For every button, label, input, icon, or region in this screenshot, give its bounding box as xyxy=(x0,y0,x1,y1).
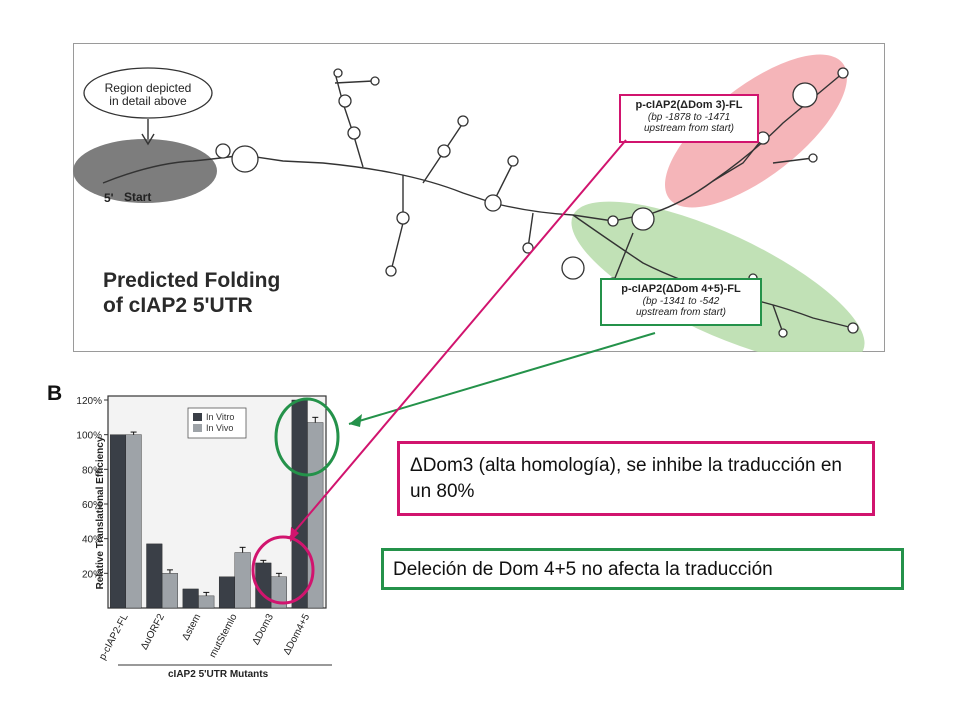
legend-swatch xyxy=(193,424,202,432)
green-arrowhead-icon xyxy=(349,414,362,427)
dom45-highlight-circle xyxy=(274,397,340,477)
dom3-deletion-label: p-cIAP2(ΔDom 3)-FL xyxy=(635,99,743,111)
y-tick-label: 60% xyxy=(82,500,102,511)
folding-title: Predicted Folding of cIAP2 5'UTR xyxy=(103,269,281,317)
dom45-conclusion-box: Deleción de Dom 4+5 no afecta la traducc… xyxy=(381,548,904,590)
gray-region-ellipse xyxy=(73,139,217,203)
dom3-deletion-note: upstream from start) xyxy=(643,123,735,134)
dom45-deletion-range: (bp -1341 to -542 xyxy=(642,296,720,307)
magenta-connector-line xyxy=(289,139,627,538)
legend-label: In Vitro xyxy=(206,412,234,422)
bar xyxy=(198,595,215,609)
region-callout-label: Region depicted in detail above xyxy=(104,81,192,108)
dom45-deletion-note: upstream from start) xyxy=(635,307,727,318)
dom3-conclusion-text: ΔDom3 (alta homología), se inhibe la tra… xyxy=(410,455,842,502)
green-connector-line xyxy=(348,332,656,425)
dom3-deletion-range: (bp -1878 to -1471 xyxy=(647,112,731,123)
panel-letter: B xyxy=(47,382,63,405)
dom45-conclusion-text: Deleción de Dom 4+5 no afecta la traducc… xyxy=(393,559,773,580)
rna-loops xyxy=(215,67,859,338)
down-arrow-icon xyxy=(141,119,155,146)
start-label: Start xyxy=(124,190,152,204)
y-tick-label: 120% xyxy=(76,396,102,407)
magenta-arrowhead-icon xyxy=(290,527,299,542)
dom3-deletion-box: p-cIAP2(ΔDom 3)-FL (bp -1878 to -1471 up… xyxy=(619,94,759,143)
y-tick-label: 80% xyxy=(82,465,102,476)
chart-xlabel: cIAP2 5'UTR Mutants xyxy=(168,669,269,680)
five-prime-label: 5' xyxy=(104,191,114,205)
dom3-highlight-circle xyxy=(251,535,315,605)
dom45-deletion-label: p-cIAP2(ΔDom 4+5)-FL xyxy=(621,283,741,295)
dom3-conclusion-box: ΔDom3 (alta homología), se inhibe la tra… xyxy=(397,441,875,516)
y-tick-label: 40% xyxy=(82,535,102,546)
legend-label: In Vivo xyxy=(206,423,233,433)
legend-swatch xyxy=(193,413,202,421)
callout-ellipse xyxy=(83,67,213,119)
y-tick-label: 100% xyxy=(76,431,102,442)
y-tick-label: 20% xyxy=(82,569,102,580)
dom45-deletion-box: p-cIAP2(ΔDom 4+5)-FL (bp -1341 to -542 u… xyxy=(600,278,762,326)
